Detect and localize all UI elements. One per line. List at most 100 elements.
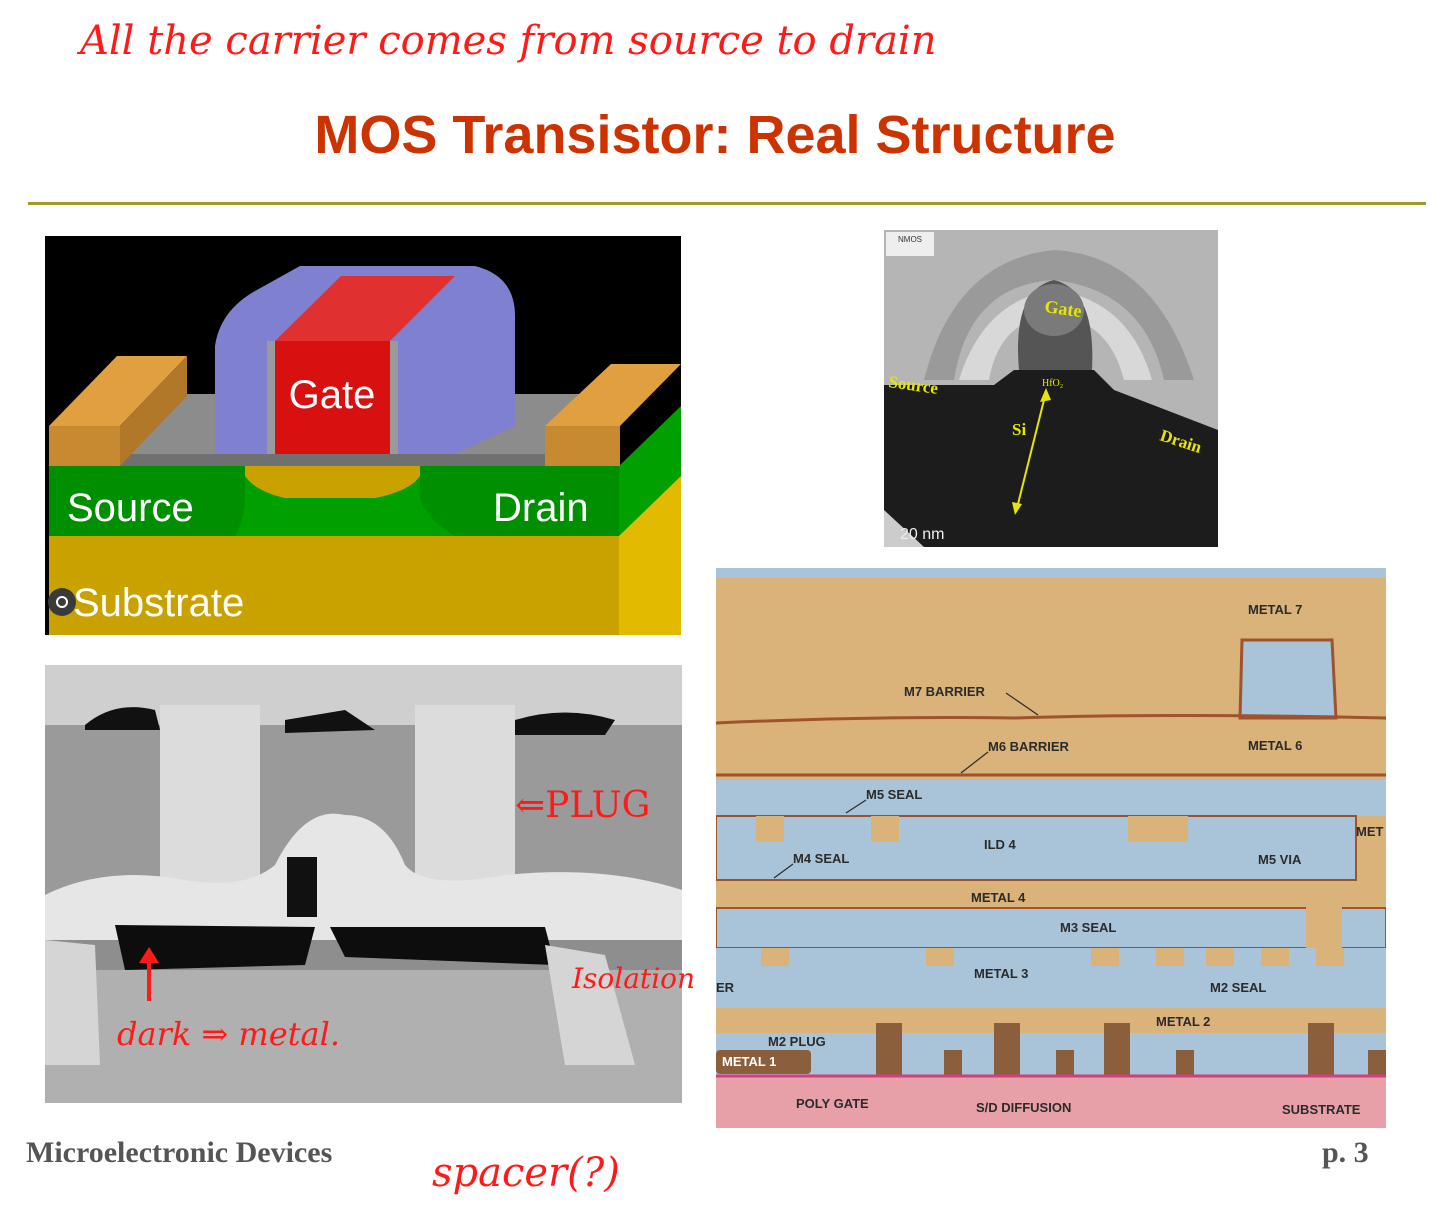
label-metal4: METAL 4 bbox=[971, 890, 1026, 905]
source-contact-front bbox=[49, 426, 120, 466]
gate-electrode-top bbox=[275, 276, 455, 341]
plug-left bbox=[160, 705, 260, 905]
label-substrate: SUBSTRATE bbox=[1282, 1102, 1361, 1117]
label-m3-seal: M3 SEAL bbox=[1060, 920, 1116, 935]
lens-icon[interactable] bbox=[48, 588, 76, 616]
silicide-right bbox=[330, 927, 555, 965]
drain-region bbox=[420, 466, 619, 536]
metal4-band bbox=[716, 907, 1386, 949]
m3-via-7 bbox=[1316, 948, 1344, 966]
arrow-head-bottom bbox=[1012, 502, 1022, 515]
m5-via-1 bbox=[756, 816, 784, 842]
tem-si-label: Si bbox=[1012, 420, 1026, 439]
m5-via-2 bbox=[871, 816, 899, 842]
m2-plug-4 bbox=[1308, 1023, 1334, 1078]
oxide-front bbox=[120, 454, 575, 466]
m2-plug-3 bbox=[1104, 1023, 1130, 1078]
label-m7-barrier: M7 BARRIER bbox=[904, 684, 986, 699]
source-contact-top bbox=[49, 356, 187, 426]
m3-via-5 bbox=[1206, 948, 1234, 966]
sem-svg bbox=[45, 665, 682, 1103]
sem-gate-dark bbox=[287, 857, 317, 917]
metal1-block bbox=[716, 1050, 811, 1074]
sem-plug-image: ⇐PLUG dark ⇒ metal. bbox=[45, 665, 682, 1103]
footer-page-number: p. 3 bbox=[1322, 1136, 1369, 1169]
m3-via-6 bbox=[1261, 948, 1289, 966]
lens-icon-ring bbox=[56, 596, 68, 608]
mosfet-3d-svg: Gate Source Drain Substrate bbox=[45, 236, 681, 635]
dark-metal-annotation: dark ⇒ metal. bbox=[117, 1015, 341, 1053]
plug-small-3 bbox=[1176, 1050, 1194, 1078]
handwritten-top-note: All the carrier comes from source to dra… bbox=[80, 18, 937, 64]
m2-plug-2 bbox=[994, 1023, 1020, 1078]
plug-small-2 bbox=[1056, 1050, 1074, 1078]
tem-tag-bg bbox=[886, 232, 934, 256]
tem-svg: Gate Source Drain HfO₂ Si NMOS 20 nm bbox=[884, 230, 1218, 547]
label-m6-barrier: M6 BARRIER bbox=[988, 739, 1070, 754]
m3-via-1 bbox=[926, 948, 954, 966]
spacer-outer bbox=[924, 250, 1194, 380]
gate-core bbox=[1024, 284, 1084, 336]
substrate-block bbox=[49, 518, 619, 635]
tem-corner bbox=[884, 510, 924, 547]
m2-plug-1 bbox=[876, 1023, 902, 1078]
m3-via-2 bbox=[761, 948, 789, 966]
label-m2-seal: M2 SEAL bbox=[1210, 980, 1266, 995]
m4-via bbox=[1306, 898, 1342, 948]
title-divider bbox=[28, 202, 1426, 205]
drain-contact-front bbox=[545, 426, 620, 466]
substrate-side bbox=[619, 454, 681, 635]
isolation-right bbox=[545, 945, 635, 1065]
plug-annotation: ⇐PLUG bbox=[515, 785, 651, 826]
label-metal3: METAL 3 bbox=[974, 966, 1028, 981]
footer-course-name: Microelectronic Devices bbox=[26, 1136, 333, 1169]
top-passivation bbox=[716, 568, 1386, 578]
m5-via-3 bbox=[1128, 816, 1188, 842]
spacer-inner bbox=[959, 290, 1152, 380]
spacer-annotation: spacer(?) bbox=[432, 1150, 620, 1196]
silicon-region bbox=[884, 370, 1218, 547]
label-m4-seal: M4 SEAL bbox=[793, 851, 849, 866]
silicide-left bbox=[115, 925, 315, 970]
gate-electrode-front bbox=[275, 341, 390, 454]
label-metal2: METAL 2 bbox=[1156, 1014, 1210, 1029]
slide-title: MOS Transistor: Real Structure bbox=[314, 105, 1116, 165]
label-metal6: METAL 6 bbox=[1248, 738, 1302, 753]
source-label: Source bbox=[67, 486, 194, 530]
drain-label: Drain bbox=[493, 486, 589, 530]
tem-corner-tag: NMOS bbox=[898, 235, 922, 244]
ild4-band bbox=[716, 815, 1357, 881]
drain-contact-top bbox=[545, 364, 681, 426]
gate-liner-left bbox=[267, 341, 275, 454]
gate-liner-right bbox=[390, 341, 398, 454]
label-m2-plug: M2 PLUG bbox=[768, 1034, 826, 1049]
plug-small-1 bbox=[944, 1050, 962, 1078]
isolation-annotation: Isolation bbox=[572, 962, 696, 995]
interconnect-cross-section: METAL 7 M7 BARRIER M6 BARRIER METAL 6 M5… bbox=[716, 568, 1386, 1128]
thickness-arrow bbox=[1015, 391, 1047, 513]
channel-region bbox=[245, 466, 420, 498]
label-poly-gate: POLY GATE bbox=[796, 1096, 869, 1111]
metal5-band bbox=[716, 780, 1386, 816]
substrate-layer bbox=[716, 1076, 1386, 1128]
source-region bbox=[49, 466, 245, 536]
label-er-cut: ER bbox=[716, 980, 735, 995]
substrate-label: Substrate bbox=[73, 581, 244, 625]
red-arrow-up bbox=[147, 953, 151, 1001]
metal2-band bbox=[716, 1033, 1386, 1075]
label-metal7: METAL 7 bbox=[1248, 602, 1302, 617]
label-metal1: METAL 1 bbox=[722, 1054, 776, 1069]
sem-void-1 bbox=[85, 707, 160, 730]
label-ild4: ILD 4 bbox=[984, 837, 1017, 852]
label-m5-via: M5 VIA bbox=[1258, 852, 1302, 867]
tem-scale-label: 20 nm bbox=[900, 526, 944, 543]
source-contact-side bbox=[120, 356, 187, 466]
label-sd-diffusion: S/D DIFFUSION bbox=[976, 1100, 1071, 1115]
sem-liner bbox=[45, 813, 682, 940]
plug-small-4 bbox=[1368, 1050, 1386, 1078]
gate-label: Gate bbox=[289, 373, 376, 417]
m3-via-4 bbox=[1156, 948, 1184, 966]
mosfet-3d-diagram: Gate Source Drain Substrate bbox=[45, 236, 681, 635]
tem-cross-section: Gate Source Drain HfO₂ Si NMOS 20 nm bbox=[884, 230, 1218, 547]
label-met-cut: MET bbox=[1356, 824, 1384, 839]
